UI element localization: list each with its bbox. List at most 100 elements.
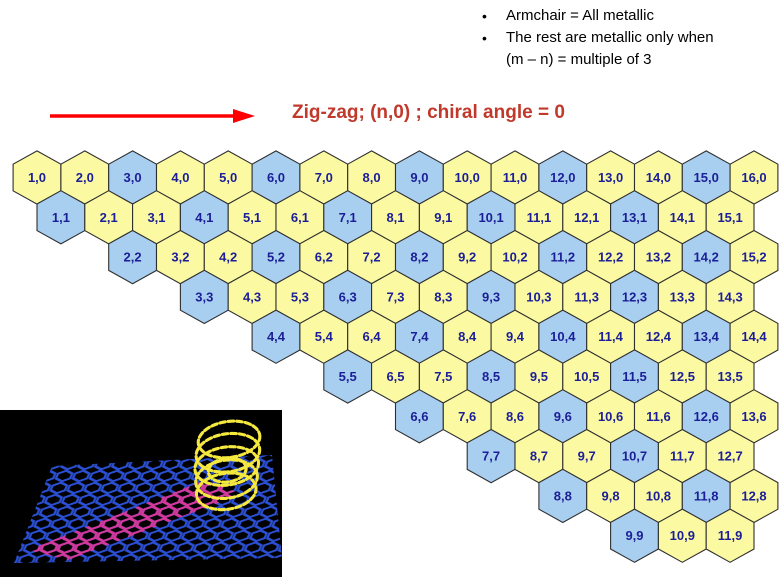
hex-label-8,2: 8,2 [410,250,428,265]
hex-label-15,2: 15,2 [741,250,766,265]
key-points: • Armchair = All metallic • The rest are… [482,5,714,71]
hex-label-2,1: 2,1 [100,210,118,225]
hex-label-13,3: 13,3 [670,289,695,304]
hex-label-10,4: 10,4 [550,329,576,344]
hex-label-11,7: 11,7 [670,449,695,464]
hex-label-13,6: 13,6 [741,409,766,424]
hex-label-10,7: 10,7 [622,449,647,464]
arrow-head [233,109,255,123]
hex-label-5,4: 5,4 [315,329,334,344]
hex-label-12,4: 12,4 [646,329,672,344]
hex-label-9,1: 9,1 [434,210,452,225]
hex-label-10,9: 10,9 [670,528,695,543]
hex-label-3,2: 3,2 [171,250,189,265]
hex-label-9,2: 9,2 [458,250,476,265]
hex-label-5,5: 5,5 [339,369,357,384]
hex-label-11,8: 11,8 [694,488,719,503]
hex-label-12,8: 12,8 [741,488,766,503]
hex-label-14,1: 14,1 [670,210,695,225]
hex-label-9,6: 9,6 [554,409,572,424]
hex-label-7,7: 7,7 [482,449,500,464]
hex-label-4,1: 4,1 [195,210,213,225]
hex-label-6,3: 6,3 [339,289,357,304]
graphene-nanotube-image [0,410,282,577]
hex-label-14,4: 14,4 [741,329,767,344]
hex-label-14,3: 14,3 [717,289,742,304]
bullet-item-continuation: (m – n) = multiple of 3 [482,49,714,71]
hex-label-13,5: 13,5 [717,369,742,384]
unrolled-strip-highlight [28,480,242,560]
hex-label-7,1: 7,1 [339,210,357,225]
hex-label-5,3: 5,3 [291,289,309,304]
tube-ring [193,445,261,487]
hex-label-16,0: 16,0 [741,170,766,185]
hex-label-5,0: 5,0 [219,170,237,185]
hex-label-6,5: 6,5 [386,369,404,384]
hex-label-14,0: 14,0 [646,170,671,185]
bullet-icon: • [482,30,487,46]
hex-label-9,8: 9,8 [602,488,620,503]
hex-label-15,0: 15,0 [694,170,719,185]
hex-label-10,2: 10,2 [502,250,527,265]
zigzag-direction-arrow [50,109,255,123]
hex-label-1,1: 1,1 [52,210,70,225]
note-rest-line2: (m – n) = multiple of 3 [506,51,652,68]
hex-label-10,5: 10,5 [574,369,599,384]
hex-label-11,9: 11,9 [718,528,743,543]
hex-label-3,1: 3,1 [147,210,165,225]
hex-label-11,5: 11,5 [622,369,647,384]
bullet-icon: • [482,8,487,24]
hex-label-8,4: 8,4 [458,329,477,344]
hex-label-6,4: 6,4 [363,329,382,344]
hex-label-6,6: 6,6 [410,409,428,424]
tube-ring [194,471,258,512]
hex-label-11,4: 11,4 [598,329,623,344]
hex-label-4,4: 4,4 [267,329,286,344]
hex-label-4,2: 4,2 [219,250,237,265]
hex-label-9,5: 9,5 [530,369,548,384]
hex-label-2,2: 2,2 [124,250,142,265]
tube-opening [206,456,248,484]
hex-label-13,2: 13,2 [646,250,671,265]
hex-label-8,6: 8,6 [506,409,524,424]
hex-label-5,1: 5,1 [243,210,261,225]
hex-label-12,6: 12,6 [694,409,719,424]
hex-label-7,0: 7,0 [315,170,333,185]
hex-label-8,3: 8,3 [434,289,452,304]
nanotube-cylinder [193,419,262,512]
tube-ring [194,458,259,501]
hex-label-8,1: 8,1 [386,210,404,225]
hex-label-8,0: 8,0 [363,170,381,185]
hex-cell-11,9 [705,508,755,563]
hex-label-10,8: 10,8 [646,488,671,503]
hex-label-10,3: 10,3 [526,289,551,304]
note-rest-line1: The rest are metallic only when [506,29,714,46]
hex-label-6,2: 6,2 [315,250,333,265]
hex-label-9,4: 9,4 [506,329,525,344]
hex-label-12,5: 12,5 [670,369,695,384]
note-armchair: Armchair = All metallic [506,7,654,24]
hex-label-12,7: 12,7 [717,449,742,464]
hex-label-12,3: 12,3 [622,289,647,304]
bullet-item: • Armchair = All metallic [482,5,714,27]
hex-label-2,0: 2,0 [76,170,94,185]
bullet-item: • The rest are metallic only when [482,27,714,49]
hex-label-10,0: 10,0 [455,170,480,185]
hex-label-9,3: 9,3 [482,289,500,304]
hex-label-6,1: 6,1 [291,210,309,225]
hex-label-1,0: 1,0 [28,170,46,185]
hex-label-7,4: 7,4 [410,329,429,344]
zigzag-axis-title: Zig-zag; (n,0) ; chiral angle = 0 [292,102,565,123]
hex-label-9,7: 9,7 [578,449,596,464]
hex-label-4,0: 4,0 [171,170,189,185]
hex-label-12,0: 12,0 [550,170,575,185]
hex-label-9,0: 9,0 [410,170,428,185]
hex-label-11,0: 11,0 [503,170,528,185]
hex-label-13,4: 13,4 [694,329,720,344]
hex-label-13,0: 13,0 [598,170,623,185]
hex-label-11,6: 11,6 [646,409,671,424]
hex-label-14,2: 14,2 [694,250,719,265]
hex-label-5,2: 5,2 [267,250,285,265]
hex-label-11,3: 11,3 [574,289,599,304]
